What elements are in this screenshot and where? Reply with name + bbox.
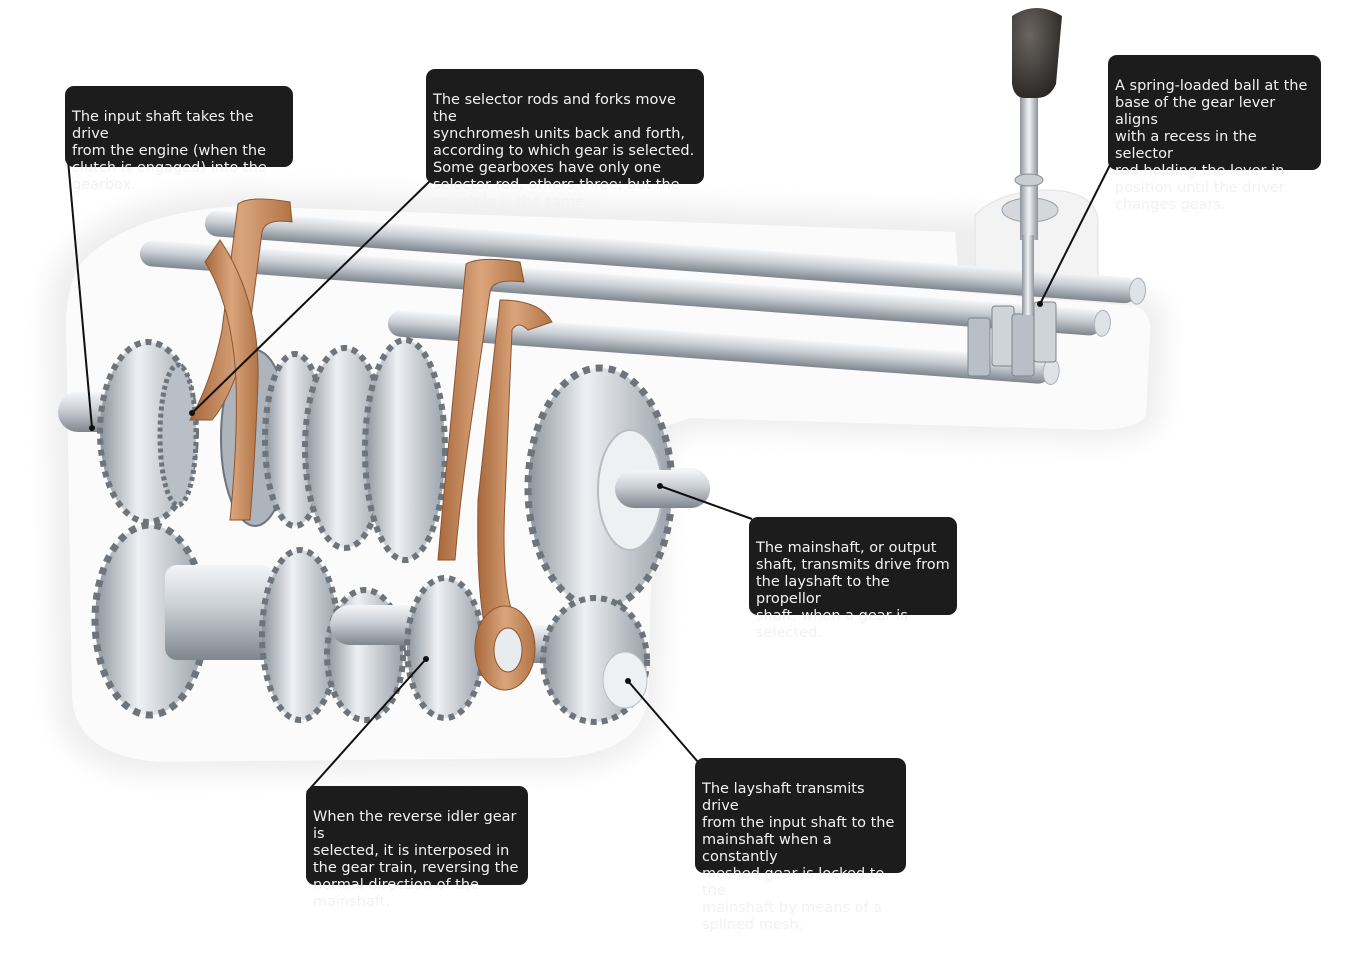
callout-spring-ball: A spring-loaded ball at the base of the … — [1108, 55, 1321, 213]
leader-reverse-idler — [306, 658, 427, 793]
selector-rods — [139, 210, 1146, 386]
callout-reverse-idler: When the reverse idler gear is selected,… — [306, 786, 528, 910]
leader-lines — [67, 159, 1111, 793]
layshaft-gears — [91, 521, 650, 725]
selector-blocks — [967, 301, 1057, 377]
leader-mainshaft — [659, 485, 753, 520]
callout-layshaft: The layshaft transmits drive from the in… — [695, 758, 906, 933]
callout-spring-ball-text: A spring-loaded ball at the base of the … — [1115, 78, 1308, 213]
leader-dots — [89, 301, 1043, 684]
callout-mainshaft-text: The mainshaft, or output shaft, transmit… — [756, 540, 950, 641]
callout-input-shaft: The input shaft takes the drive from the… — [65, 86, 293, 193]
leader-layshaft — [627, 680, 699, 763]
leader-selector-rods — [191, 179, 432, 414]
leader-spring-ball — [1039, 164, 1111, 305]
callout-mainshaft: The mainshaft, or output shaft, transmit… — [749, 517, 957, 641]
callout-reverse-idler-text: When the reverse idler gear is selected,… — [313, 809, 519, 910]
selector-forks — [189, 198, 553, 691]
callout-layshaft-text: The layshaft transmits drive from the in… — [702, 781, 895, 933]
leader-input-shaft — [67, 159, 93, 429]
gear-knob-icon — [1012, 8, 1062, 98]
gear-lever — [1001, 8, 1062, 315]
callout-selector-rods: The selector rods and forks move the syn… — [426, 69, 704, 210]
callout-input-shaft-text: The input shaft takes the drive from the… — [72, 109, 267, 193]
callout-selector-rods-text: The selector rods and forks move the syn… — [433, 92, 695, 210]
